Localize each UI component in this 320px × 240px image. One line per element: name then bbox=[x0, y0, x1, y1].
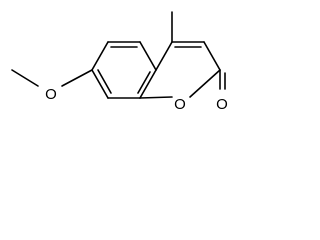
bond-c3-c2 bbox=[203, 41, 221, 71]
benzene-ring bbox=[91, 41, 157, 99]
atom-label-methoxy-oxygen: O bbox=[45, 86, 57, 103]
methoxy-oxygen-label: O bbox=[45, 86, 57, 103]
ring-oxygen-label: O bbox=[174, 96, 186, 113]
carbonyl-oxygen-label: O bbox=[216, 96, 228, 113]
methoxy-group bbox=[11, 69, 93, 87]
bond-o1-c8a bbox=[139, 96, 173, 99]
atom-label-ring-oxygen: O bbox=[174, 96, 186, 113]
atom-label-carbonyl-oxygen: O bbox=[216, 96, 228, 113]
double-bond-c7-c8 bbox=[97, 69, 112, 94]
bond-c4a-c4 bbox=[155, 41, 173, 71]
bond-c8a-c4a bbox=[139, 69, 157, 99]
bond-c7-c8 bbox=[91, 69, 109, 99]
carbonyl-group bbox=[219, 69, 226, 90]
methoxy-bond-methyl bbox=[11, 69, 39, 87]
bond-c4a-c5 bbox=[139, 41, 157, 71]
bond-c6-c7 bbox=[91, 41, 109, 71]
pyranone-ring bbox=[139, 41, 221, 99]
methoxy-bond-ring bbox=[61, 69, 93, 87]
double-bond-c8a-c4a bbox=[137, 71, 151, 94]
chemical-structure-diagram: O O O bbox=[11, 11, 228, 113]
bond-c2-o1 bbox=[189, 69, 221, 98]
